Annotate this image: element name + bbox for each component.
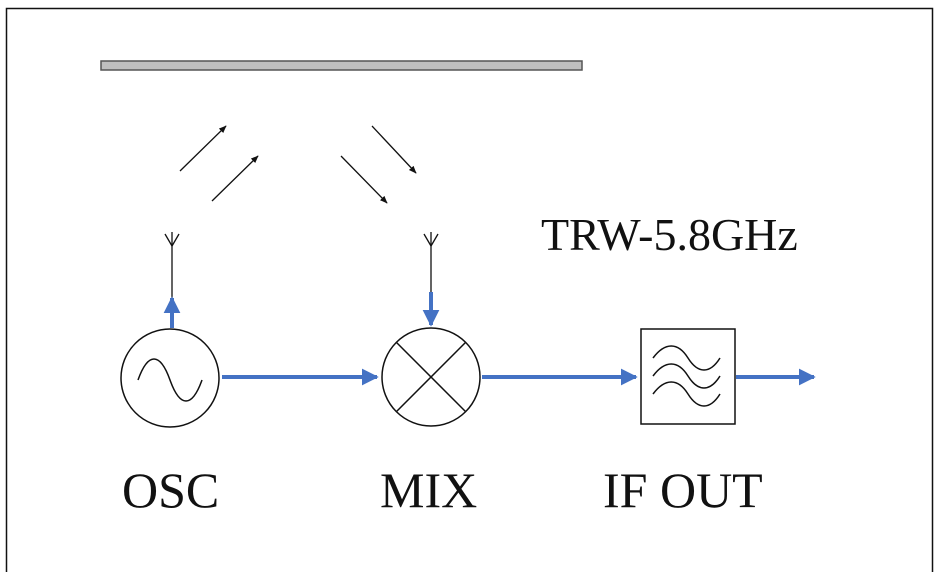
- diagram-title: TRW-5.8GHz: [541, 209, 798, 260]
- mix-block: [381, 327, 481, 427]
- bandpass-filter-icon: [652, 345, 721, 407]
- mix-label: MIX: [380, 462, 477, 518]
- receive-antenna-icon: [423, 232, 439, 300]
- outgoing-wave-arrow: [211, 155, 259, 202]
- mixer-x-icon: [395, 341, 467, 413]
- reflector-bar: [100, 60, 583, 71]
- diagram-frame: [5, 7, 934, 572]
- incoming-wave-arrow: [371, 125, 417, 174]
- sine-wave-icon: [137, 358, 203, 402]
- if-out-label: IF OUT: [603, 462, 763, 518]
- incoming-wave-arrows: [340, 125, 417, 204]
- outgoing-wave-arrow: [179, 125, 227, 172]
- transmit-antenna-icon: [164, 232, 180, 300]
- incoming-wave-arrow: [340, 155, 388, 204]
- if-filter-block: [640, 328, 736, 425]
- osc-label: OSC: [122, 462, 219, 518]
- outgoing-wave-arrows: [179, 125, 259, 202]
- osc-block: [120, 328, 220, 428]
